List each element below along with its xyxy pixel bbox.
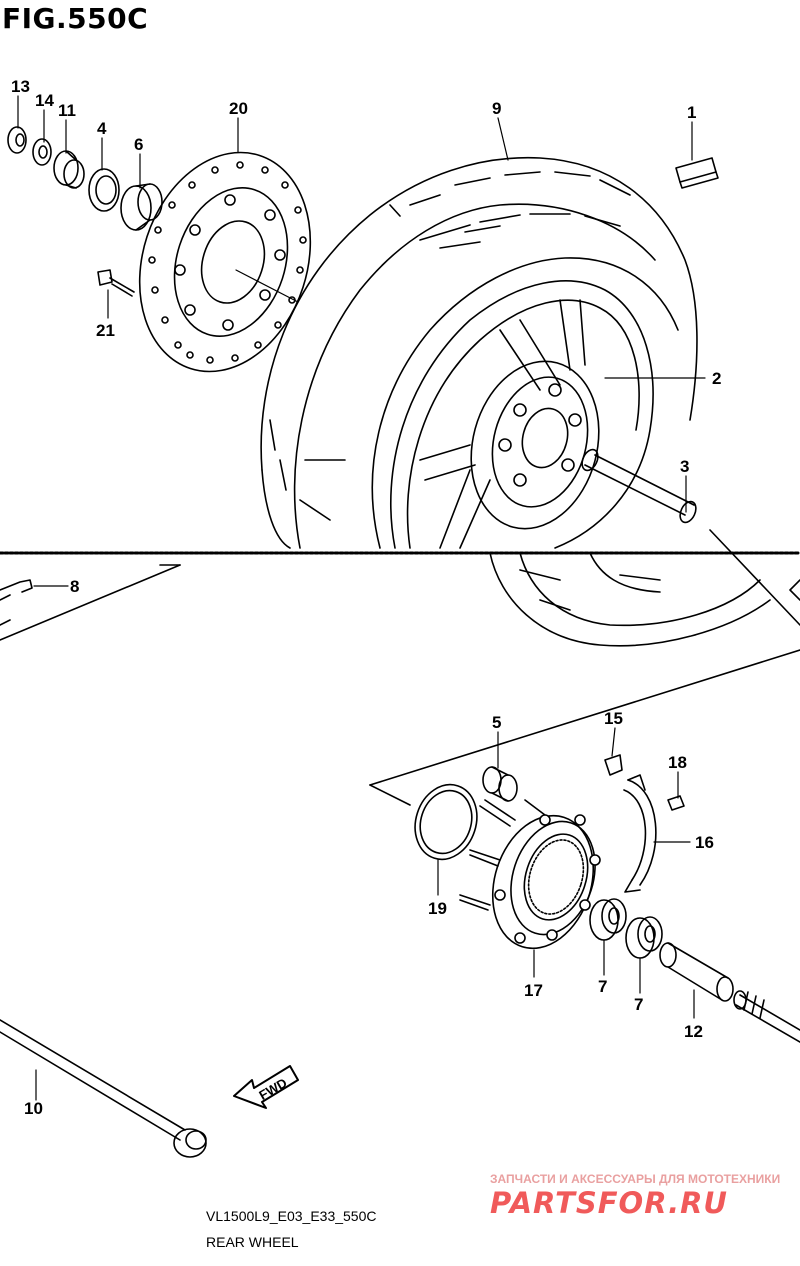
fwd-arrow-icon: [233, 1065, 299, 1109]
callout-15: 15: [604, 709, 623, 728]
callout-16: 16: [695, 833, 714, 852]
callout-7a: 7: [598, 977, 607, 996]
callout-7b: 7: [634, 995, 643, 1014]
axle-part-3[interactable]: [579, 447, 699, 525]
callout-20: 20: [229, 99, 248, 118]
assembly-guide-line-left: [0, 564, 181, 641]
callout-1: 1: [687, 103, 696, 122]
callout-2: 2: [712, 369, 721, 388]
callout-10: 10: [24, 1099, 43, 1118]
axle-part-10[interactable]: [0, 1019, 207, 1158]
leader-lines: [17, 95, 706, 1101]
brake-disc-part-20[interactable]: [112, 130, 337, 394]
retainer-part-16[interactable]: [623, 774, 657, 893]
callout-14: 14: [35, 91, 54, 110]
callout-3: 3: [680, 457, 689, 476]
callout-18: 18: [668, 753, 687, 772]
axle-right-end[interactable]: [733, 990, 800, 1043]
bearing-part-7b[interactable]: [625, 916, 663, 959]
stopper-part-15[interactable]: [604, 754, 623, 776]
callout-labels: 13 14 11 4 6 20 9 1 2 3 21 8 5 15 18 16 …: [11, 77, 721, 1118]
watermark-tagline: ЗАПЧАСТИ И АКСЕССУАРЫ ДЛЯ МОТОТЕХНИКИ: [490, 1172, 781, 1186]
label-plate-part-1[interactable]: [675, 157, 719, 189]
callout-11: 11: [58, 101, 76, 120]
washer-part-14[interactable]: [32, 138, 52, 166]
bearing-part-6[interactable]: [120, 183, 163, 231]
callout-21: 21: [96, 321, 115, 340]
callout-13: 13: [11, 77, 30, 96]
figure-caption: REAR WHEEL: [206, 1234, 299, 1250]
drum-part-17[interactable]: [459, 799, 610, 962]
part-8[interactable]: [0, 579, 33, 626]
assembly-guide-line-right: [709, 529, 800, 626]
o-ring-part-19[interactable]: [406, 777, 487, 868]
callout-5: 5: [492, 713, 501, 732]
callout-6: 6: [134, 135, 143, 154]
figure-title: FIG.550C: [2, 2, 149, 35]
tire-part-9[interactable]: [260, 156, 771, 647]
bolt-part-18[interactable]: [667, 795, 685, 811]
callout-12: 12: [684, 1022, 703, 1041]
callout-17: 17: [524, 981, 543, 1000]
bushing-part-5[interactable]: [482, 766, 518, 802]
watermark-logo: PARTSFOR.RU: [490, 1186, 728, 1220]
callout-8: 8: [70, 577, 79, 596]
assembly-guide-line-top: [369, 649, 800, 786]
callout-9: 9: [492, 99, 501, 118]
collar-part-11[interactable]: [53, 150, 85, 189]
figure-code: VL1500L9_E03_E33_550C: [206, 1208, 377, 1224]
callout-19: 19: [428, 899, 447, 918]
wheel-rim-part-2[interactable]: [389, 280, 654, 549]
bolt-part-21[interactable]: [97, 269, 135, 297]
callout-4: 4: [97, 119, 107, 138]
oil-seal-part-4[interactable]: [88, 168, 120, 212]
spacer-part-12[interactable]: [659, 942, 734, 1002]
bearing-part-7a[interactable]: [589, 898, 627, 941]
nut-part-13[interactable]: [7, 126, 27, 154]
